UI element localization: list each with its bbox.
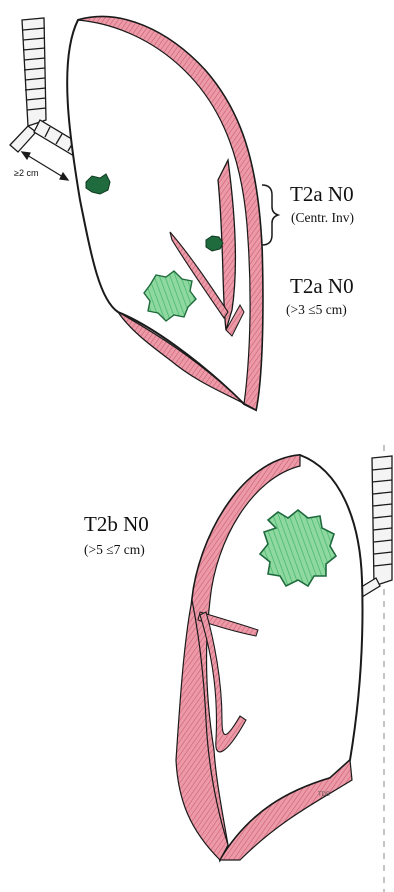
stage-label-central-invasion: T2a N0 xyxy=(290,182,354,207)
top-lung-figure xyxy=(10,17,278,410)
stage-note-central-invasion: (Centr. Inv) xyxy=(291,210,354,226)
bottom-lung-figure: TDB xyxy=(176,445,392,892)
measure-label: ≥2 cm xyxy=(14,168,38,178)
artist-mark: TDB xyxy=(318,792,330,798)
stage-note-size: (>3 ≤5 cm) xyxy=(286,302,347,318)
stage-label-bottom: T2b N0 xyxy=(84,512,149,537)
stage-note-bottom: (>5 ≤7 cm) xyxy=(84,542,145,558)
stage-label-size: T2a N0 xyxy=(290,274,354,299)
central-invasion-bracket xyxy=(262,185,278,245)
